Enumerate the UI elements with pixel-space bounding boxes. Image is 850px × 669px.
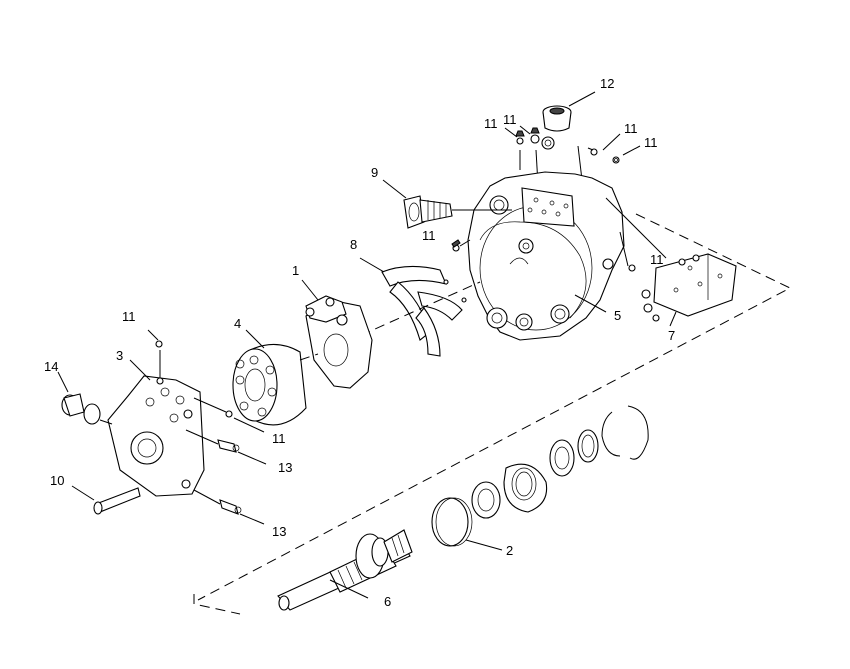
part-4-cylinder-block xyxy=(232,329,319,426)
part-13-fittings xyxy=(185,429,267,525)
part-3-end-cover xyxy=(107,350,205,497)
callout-2: 2 xyxy=(506,543,513,558)
part-6-shaft xyxy=(277,529,413,611)
callout-10: 10 xyxy=(50,473,64,488)
part-9-relief-valve xyxy=(382,179,512,229)
callout-12: 12 xyxy=(600,76,614,91)
part-1-swashplate xyxy=(301,279,373,389)
callout-13-a: 13 xyxy=(278,460,292,475)
part-14-plug xyxy=(57,371,113,425)
callout-labels: 12 11 11 11 11 9 11 8 11 1 5 7 11 4 3 14… xyxy=(44,76,675,609)
callout-9: 9 xyxy=(371,165,378,180)
callout-11-h: 11 xyxy=(272,431,286,446)
part-5-housing xyxy=(467,171,625,341)
callout-7: 7 xyxy=(668,328,675,343)
part-11-fitting-mid xyxy=(451,239,471,252)
callout-11-c: 11 xyxy=(624,121,638,136)
part-2-seal-kit xyxy=(431,405,649,551)
callout-8: 8 xyxy=(350,237,357,252)
assembly-boundary xyxy=(193,213,792,615)
part-11-fittings-top xyxy=(504,125,641,186)
callout-1: 1 xyxy=(292,263,299,278)
callout-14: 14 xyxy=(44,359,58,374)
callout-11-d: 11 xyxy=(644,135,658,150)
callout-11-f: 11 xyxy=(650,252,664,267)
callout-5: 5 xyxy=(614,308,621,323)
callout-6: 6 xyxy=(384,594,391,609)
callout-11-b: 11 xyxy=(503,112,517,127)
callout-11-a: 11 xyxy=(484,116,498,131)
part-10-bolt xyxy=(71,485,141,515)
callout-11-e: 11 xyxy=(422,228,436,243)
callout-3: 3 xyxy=(116,348,123,363)
callout-11-g: 11 xyxy=(122,309,136,324)
part-8-bearing-halves xyxy=(345,257,481,357)
part-12-cap xyxy=(542,91,596,132)
part-11-fittings-lower xyxy=(147,329,265,433)
callout-13-b: 13 xyxy=(272,524,286,539)
part-7-valve-block xyxy=(605,197,737,327)
callout-4: 4 xyxy=(234,316,241,331)
